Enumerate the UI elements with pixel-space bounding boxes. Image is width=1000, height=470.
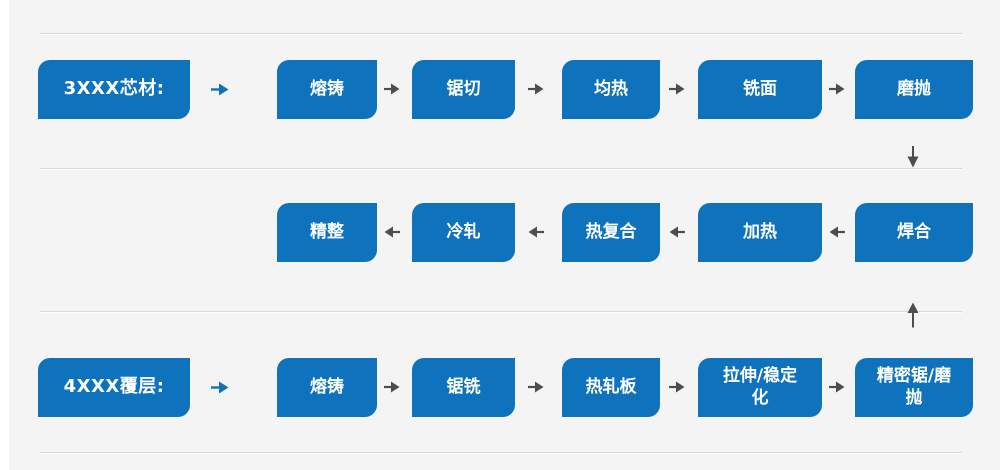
arrow-left-icon [829,226,845,238]
arrow-down-icon [907,146,919,168]
flow-step-hot-cladding: 热复合 [562,203,660,262]
flow-step-hot-rolled-plate: 热轧板 [562,358,660,417]
flow-step-heating: 加热 [698,203,822,262]
left-gutter [0,0,9,470]
flow-step-cold-rolling: 冷轧 [412,203,515,262]
flow-step-grinding-polishing: 磨抛 [855,60,973,119]
arrow-right-icon [829,381,845,393]
arrow-right-icon [528,381,544,393]
arrow-right-icon [669,381,685,393]
row1-label-3xxx-core: 3XXX芯材: [38,60,190,119]
arrow-right-icon [211,83,229,96]
flow-step-precision-saw-grinding: 精密锯/磨抛 [855,358,973,417]
flow-step-melting-casting: 熔铸 [277,358,377,417]
flow-step-saw-milling: 锯铣 [412,358,515,417]
divider-row2-row3 [40,311,962,312]
arrow-right-icon [211,381,229,394]
flow-step-homogenizing: 均热 [562,60,660,119]
arrow-left-icon [384,226,400,238]
divider-bottom [40,452,962,453]
arrow-right-icon [669,83,685,95]
arrow-right-icon [384,381,400,393]
flow-step-melting-casting: 熔铸 [277,60,377,119]
arrow-right-icon [829,83,845,95]
flow-step-welding: 焊合 [855,203,973,262]
flow-step-finishing: 精整 [277,203,377,262]
arrow-left-icon [669,226,685,238]
arrow-up-icon [907,302,919,328]
flow-step-stretching-stabilizing: 拉伸/稳定化 [698,358,822,417]
arrow-right-icon [528,83,544,95]
divider-row1-row2 [40,168,962,169]
flow-step-saw-cutting: 锯切 [412,60,515,119]
row3-label-4xxx-clad: 4XXX覆层: [38,358,190,417]
arrow-right-icon [384,83,400,95]
divider-top [40,33,962,34]
flow-step-face-milling: 铣面 [698,60,822,119]
arrow-left-icon [528,226,544,238]
